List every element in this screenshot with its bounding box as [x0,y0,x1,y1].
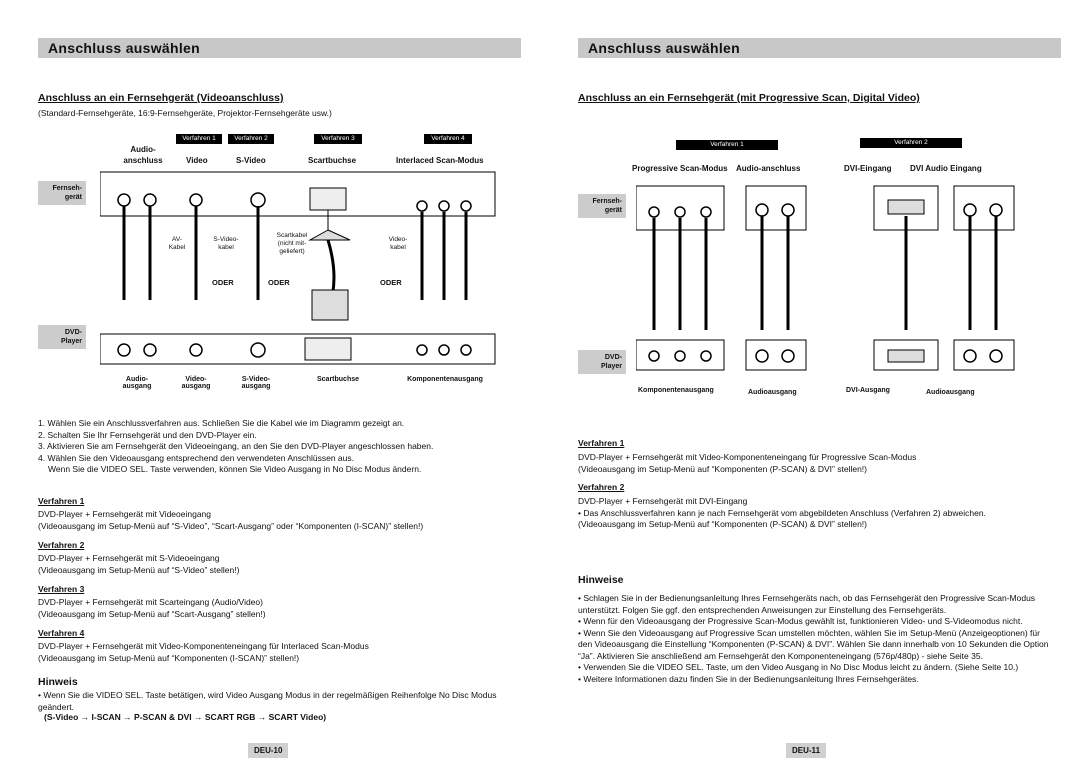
v4-line1: DVD-Player + Fernsehgerät mit Video-Komp… [38,641,369,651]
col-svideo: S-Video [236,156,266,165]
verfahren-3-tag: Verfahren 3 [314,134,362,144]
page-number: DEU-10 [248,743,289,758]
out-svideo: S-Video- ausgang [241,376,271,390]
oder-1: ODER [212,278,234,287]
diagram-drawing-left [100,171,496,365]
side-label-dvd: DVD- Player [38,325,86,349]
out-audio-2: Audioausgang [926,389,975,396]
step-4: 4. Wählen Sie den Videoausgang entsprech… [38,452,354,463]
oder-3: ODER [380,278,402,287]
side-label-tv: Fernseh- gerät [578,194,626,218]
diagram-drawing-right [636,185,1015,371]
out-video: Video- ausgang [181,376,211,390]
hinweis-4: • Verwenden Sie die VIDEO SEL. Taste, um… [578,662,1019,672]
out-dvi: DVI-Ausgang [846,387,890,394]
hinweis-2: • Wenn für den Videoausgang der Progress… [578,616,1023,626]
subtitle-note: (Standard-Fernsehgeräte, 16:9-Fernsehger… [38,108,332,118]
hinweis-3: • Wenn Sie den Videoausgang auf Progress… [578,627,1049,661]
verfahren-3-title: Verfahren 3 [38,584,85,594]
verfahren-2-title: Verfahren 2 [38,540,85,550]
v3-line2: (Videoausgang im Setup-Menü auf “Scart-A… [38,608,266,619]
step-4-note: Wenn Sie die VIDEO SEL. Taste verwenden,… [48,464,422,474]
section-subtitle: Anschluss an ein Fernsehgerät (mit Progr… [578,92,920,104]
side-label-tv: Fernseh- gerät [38,181,86,205]
verfahren-1-title: Verfahren 1 [38,496,85,506]
v4-line2: (Videoausgang im Setup-Menü auf “Kompone… [38,652,300,663]
v1-line1: DVD-Player + Fernsehgerät mit Videoeinga… [38,509,212,519]
col-scart: Scartbuchse [308,156,357,165]
verfahren-1-text: DVD-Player + Fernsehgerät mit Video-Komp… [578,452,1058,475]
cable-scart: Scartkabel (nicht mit- geliefert) [276,232,308,255]
hinweis-text: • Wenn Sie die VIDEO SEL. Taste betätige… [38,690,497,712]
rv2-line3: (Videoausgang im Setup-Menü auf “Kompone… [578,519,867,529]
hinweise-title: Hinweise [578,574,624,586]
verfahren-2-text: DVD-Player + Fernsehgerät mit DVI-Eingan… [578,496,1058,531]
step-3: 3. Aktivieren Sie am Fernsehgerät den Vi… [38,441,434,451]
step-2: 2. Schalten Sie Ihr Fernsehgerät und den… [38,429,257,440]
col-audio: Audio-anschluss [736,164,801,173]
verfahren-1-text: DVD-Player + Fernsehgerät mit Videoeinga… [38,509,518,532]
v2-line2: (Videoausgang im Setup-Menü auf “S-Video… [38,564,240,575]
col-dvi-in: DVI-Eingang [844,164,892,173]
col-audio: Audio- anschluss [123,145,163,165]
out-component: Komponentenausgang [638,387,714,394]
hinweis-5: • Weitere Informationen dazu finden Sie … [578,673,919,684]
out-audio: Audio- ausgang [122,376,152,390]
v3-line1: DVD-Player + Fernsehgerät mit Scarteinga… [38,597,263,607]
hinweis-sequence: (S-Video → I-SCAN → P-SCAN & DVI → SCART… [44,712,327,722]
cable-svideo: S-Video- kabel [213,236,239,251]
verfahren-4-title: Verfahren 4 [38,628,85,638]
steps-list: 1. Wählen Sie ein Anschlussverfahren aus… [38,418,508,476]
page-number: DEU-11 [786,743,827,758]
rv2-line2: • Das Anschlussverfahren kann je nach Fe… [578,507,986,518]
verfahren-2-text: DVD-Player + Fernsehgerät mit S-Videoein… [38,553,518,576]
page-title: Anschluss auswählen [38,38,521,58]
v2-line1: DVD-Player + Fernsehgerät mit S-Videoein… [38,553,220,563]
verfahren-1-tag: Verfahren 1 [176,134,222,144]
out-component: Komponentenausgang [407,376,483,383]
cable-av: AV- Kabel [168,236,186,251]
verfahren-2-title: Verfahren 2 [578,482,625,492]
verfahren-4-text: DVD-Player + Fernsehgerät mit Video-Komp… [38,641,518,664]
verfahren-2-tag: Verfahren 2 [228,134,274,144]
hinweis-title: Hinweis [38,676,78,688]
verfahren-3-text: DVD-Player + Fernsehgerät mit Scarteinga… [38,597,518,620]
side-label-dvd: DVD- Player [578,350,626,374]
rv1-line1: DVD-Player + Fernsehgerät mit Video-Komp… [578,452,917,462]
v1-line2: (Videoausgang im Setup-Menü auf “S-Video… [38,520,424,531]
section-subtitle: Anschluss an ein Fernsehgerät (Videoansc… [38,92,284,104]
rv1-line2: (Videoausgang im Setup-Menü auf “Kompone… [578,463,867,474]
right-page: Anschluss auswählen Anschluss an ein Fer… [540,0,1080,765]
verfahren-1-tag: Verfahren 1 [676,140,778,150]
verfahren-1-title: Verfahren 1 [578,438,625,448]
step-1: 1. Wählen Sie ein Anschlussverfahren aus… [38,418,405,428]
col-progressive: Progressive Scan-Modus [632,164,728,173]
col-video: Video [186,156,208,165]
verfahren-4-tag: Verfahren 4 [424,134,472,144]
rv2-line1: DVD-Player + Fernsehgerät mit DVI-Eingan… [578,496,748,506]
out-audio: Audioausgang [748,389,797,396]
verfahren-2-tag: Verfahren 2 [860,138,962,148]
hinweis-1: • Schlagen Sie in der Bedienungsanleitun… [578,593,1036,615]
out-scart: Scartbuchse [316,376,360,383]
col-interlaced: Interlaced Scan-Modus [396,156,484,165]
page-title: Anschluss auswählen [578,38,1061,58]
cable-video: Video- kabel [388,236,408,251]
oder-2: ODER [268,278,290,287]
left-page: Anschluss auswählen Anschluss an ein Fer… [38,38,521,758]
hinweise-list: • Schlagen Sie in der Bedienungsanleitun… [578,593,1056,685]
col-dvi-audio: DVI Audio Eingang [910,164,982,173]
